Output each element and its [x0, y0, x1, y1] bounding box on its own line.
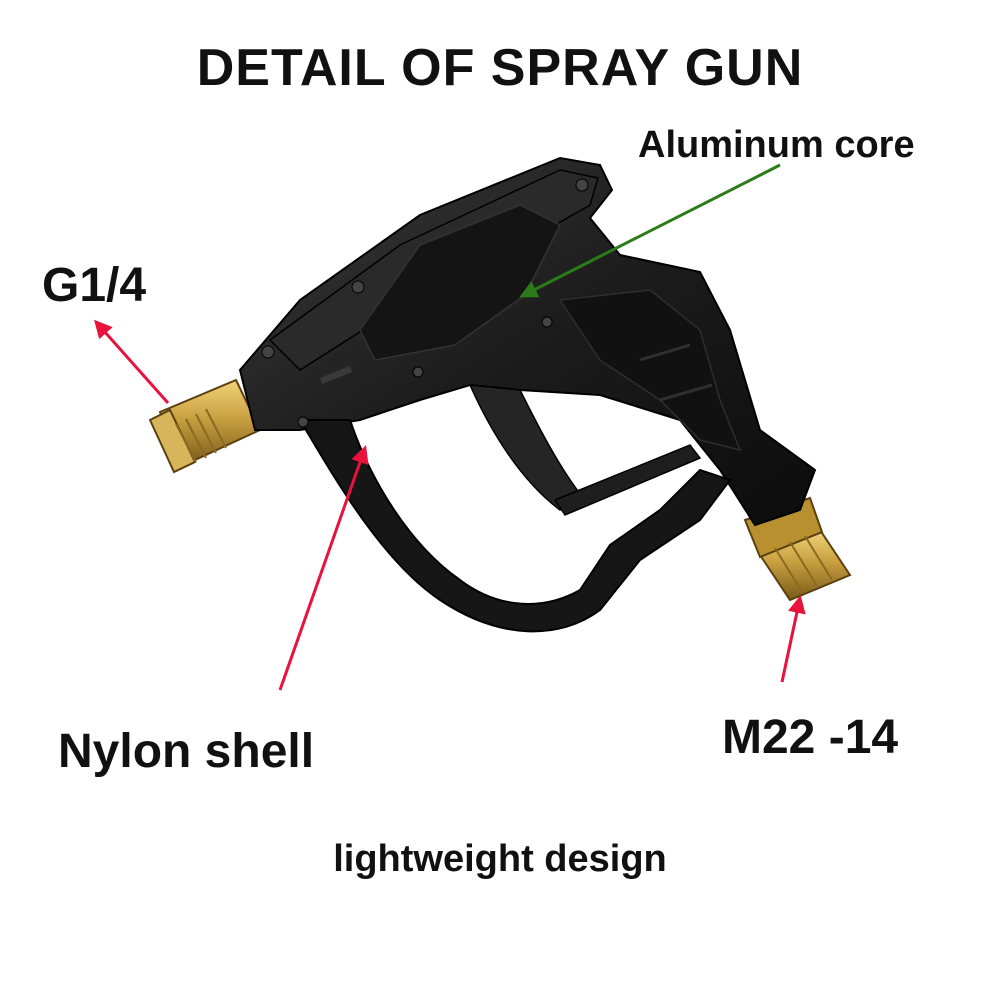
inlet-thread-label: G1/4 — [42, 259, 147, 312]
aluminum-core-arrow — [519, 163, 781, 298]
m22-arrow — [780, 595, 806, 683]
nylon-shell-label: Nylon shell — [58, 725, 315, 778]
aluminum-core-label: Aluminum core — [638, 124, 915, 166]
nylon-shell-arrow — [278, 445, 369, 691]
outlet-brass-fitting — [743, 496, 852, 602]
g14-arrow — [94, 319, 170, 404]
inlet-brass-fitting — [148, 378, 262, 474]
tagline: lightweight design — [333, 838, 667, 880]
page-title: DETAIL OF SPRAY GUN — [196, 39, 804, 97]
outlet-thread-label: M22 -14 — [722, 711, 899, 764]
gun-body — [238, 156, 817, 633]
